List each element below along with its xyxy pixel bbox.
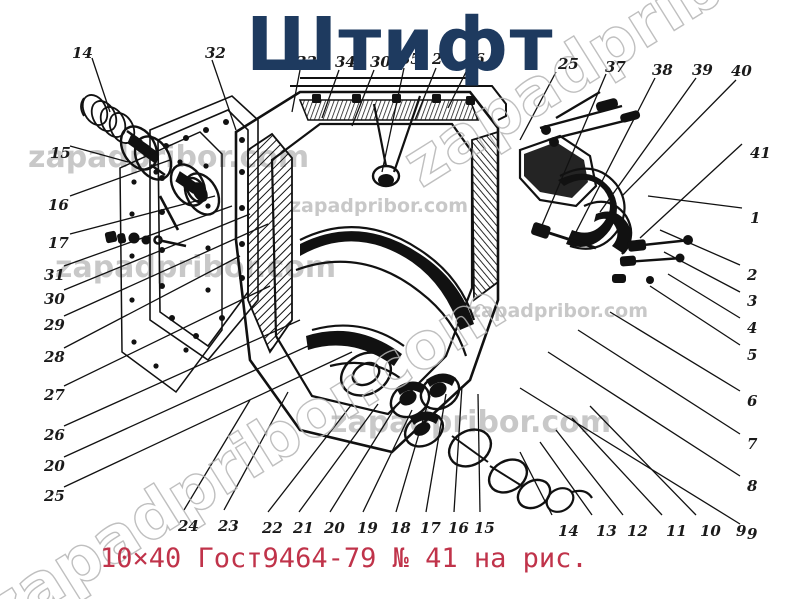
callout-number: 22 <box>262 519 283 537</box>
callout-number: 10 <box>700 522 721 540</box>
page-title: Штифт <box>246 2 554 88</box>
callout-number: 11 <box>666 522 687 540</box>
callout-number: 2 <box>747 266 758 284</box>
callout-number: 23 <box>218 517 239 535</box>
callout-number: 15 <box>474 519 495 537</box>
callout-number: 17 <box>420 519 441 537</box>
callout-number: 9 <box>747 525 758 543</box>
callout-number: 25 <box>44 487 65 505</box>
callout-number: 14 <box>72 44 93 62</box>
callout-number: 39 <box>692 61 713 79</box>
callout-number: 32 <box>205 44 226 62</box>
callout-number: 13 <box>596 522 617 540</box>
callout-number: 37 <box>605 58 626 76</box>
callout-number: 4 <box>747 319 758 337</box>
callout-number: 25 <box>558 55 579 73</box>
callout-number: 28 <box>44 348 65 366</box>
callout-number: 36 <box>464 50 485 68</box>
callout-number: 3 <box>747 292 758 310</box>
callout-number: 16 <box>48 196 69 214</box>
part-specification-caption: 10×40 Гост9464-79 № 41 на рис. <box>100 543 588 574</box>
callout-number: 40 <box>731 62 752 80</box>
callout-number: 20 <box>44 457 65 475</box>
callout-number: 1 <box>750 209 761 227</box>
callout-number: 31 <box>44 266 65 284</box>
callout-number: 41 <box>750 144 771 162</box>
callout-number: 27 <box>44 386 65 404</box>
callout-number: 35 <box>400 50 421 68</box>
callout-number: 20 <box>432 50 453 68</box>
callout-number: 15 <box>50 144 71 162</box>
callout-number: 19 <box>357 519 378 537</box>
callout-number: 29 <box>44 316 65 334</box>
callout-number: 6 <box>747 392 758 410</box>
callout-number: 33 <box>296 53 317 71</box>
callout-number: 24 <box>178 517 199 535</box>
callout-number: 21 <box>293 519 314 537</box>
callout-number: 7 <box>747 435 758 453</box>
callout-number: 34 <box>335 53 356 71</box>
callout-number: 30 <box>370 53 391 71</box>
callout-number: 18 <box>390 519 411 537</box>
callout-number: 17 <box>48 234 69 252</box>
callout-number: 30 <box>44 290 65 308</box>
callout-number: 9 <box>736 522 747 540</box>
callout-number: 5 <box>747 346 758 364</box>
callout-number: 38 <box>652 61 673 79</box>
callout-number: 26 <box>44 426 65 444</box>
callout-number: 20 <box>324 519 345 537</box>
callout-number: 8 <box>747 477 758 495</box>
callout-number: 12 <box>627 522 648 540</box>
callout-number: 14 <box>558 522 579 540</box>
callout-number: 16 <box>448 519 469 537</box>
